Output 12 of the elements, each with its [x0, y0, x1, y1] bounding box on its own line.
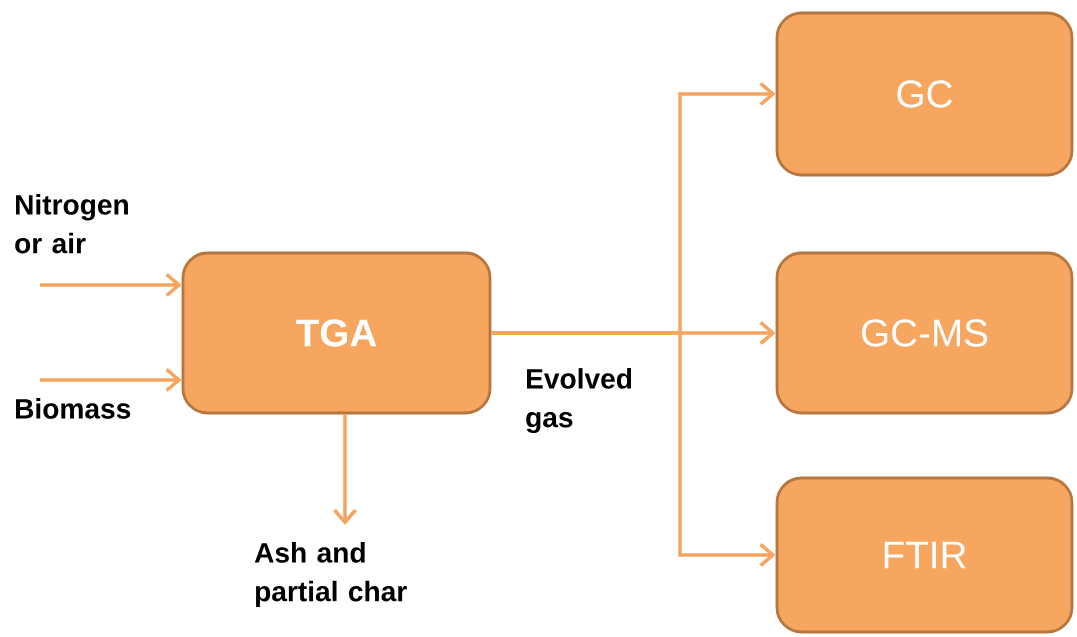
edge-label: Biomass [16, 398, 131, 419]
arrow [40, 273, 182, 297]
arrow [333, 414, 357, 525]
edge-label: Evolved gas [526, 368, 632, 434]
process-box: GC-MS [775, 251, 1074, 415]
process-box: GC [775, 11, 1074, 177]
process-box: FTIR [775, 476, 1074, 634]
process-box: TGA [181, 251, 492, 415]
edge-label: Ash and partial char [254, 542, 407, 607]
arrow [40, 368, 182, 392]
arrow [491, 331, 776, 567]
edge-label: Nitrogen or air [15, 194, 128, 254]
